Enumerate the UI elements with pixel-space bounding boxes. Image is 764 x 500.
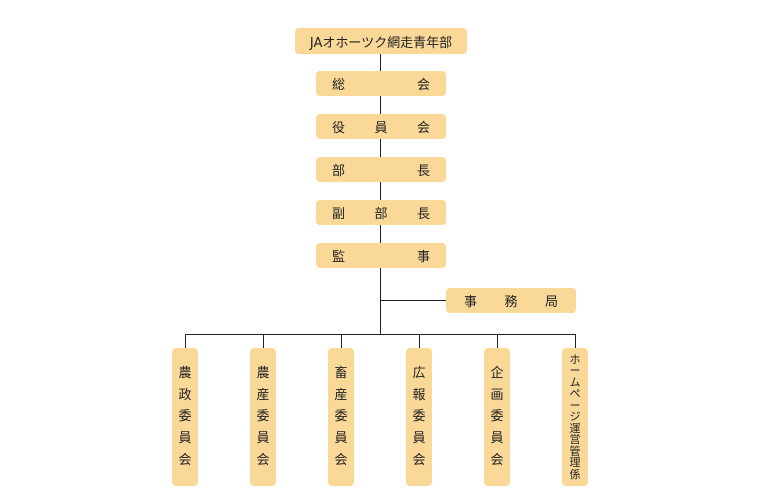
position-label-char: 部 xyxy=(332,164,346,179)
committee-label-char: 員 xyxy=(334,431,348,447)
committee-label-char: 員 xyxy=(412,431,426,447)
position-label-char: 事 xyxy=(416,250,430,265)
committee-label-char: ホ xyxy=(569,352,581,366)
position-box: 副部長 xyxy=(316,200,446,225)
org-name: JAオホーツク網走青年部 xyxy=(309,35,453,51)
committee-connector xyxy=(575,334,576,348)
committee-connector xyxy=(263,334,264,348)
position-label-char: 部 xyxy=(374,207,388,222)
committee-label-char: 運 xyxy=(569,421,581,435)
office-label-char: 局 xyxy=(544,295,558,310)
position-label-char: 役 xyxy=(332,121,346,136)
committee-label-char: 員 xyxy=(178,431,192,447)
committee-label-char: 会 xyxy=(334,453,348,469)
position-label-char: 総 xyxy=(332,78,346,93)
position-label-char: 員 xyxy=(374,121,388,136)
position-label-char: 会 xyxy=(416,121,430,136)
committee-box: 企画委員会 xyxy=(484,348,510,486)
committee-box: 広報委員会 xyxy=(406,348,432,486)
office-box: 事務局 xyxy=(446,288,576,313)
committee-label-char: 企 xyxy=(490,365,504,381)
committee-label-char: 委 xyxy=(178,409,192,425)
position-label-char: 長 xyxy=(416,164,430,179)
committee-connector xyxy=(341,334,342,348)
committee-label-char: 管 xyxy=(569,444,581,458)
committee-label-char: 営 xyxy=(569,433,581,447)
committee-connector xyxy=(185,334,186,348)
position-box: 部長 xyxy=(316,157,446,182)
committee-label-char: 政 xyxy=(178,387,192,403)
committee-label-char: 委 xyxy=(256,409,270,425)
committee-label-char: 係 xyxy=(569,467,581,481)
committee-label-char: 広 xyxy=(412,365,426,381)
committee-label-char: 畜 xyxy=(334,365,348,381)
position-label-char: 長 xyxy=(416,207,430,222)
position-label-char: 会 xyxy=(416,78,430,93)
committee-label-char: 産 xyxy=(256,387,270,403)
committee-label-char: 員 xyxy=(256,431,270,447)
office-connector xyxy=(380,300,446,301)
committee-label-char: 委 xyxy=(490,409,504,425)
committee-connector xyxy=(419,334,420,348)
committee-box: ホームページ運営管理係 xyxy=(562,348,588,486)
position-box: 役員会 xyxy=(316,114,446,139)
committee-label-char: 産 xyxy=(334,387,348,403)
committee-label-char: 員 xyxy=(490,431,504,447)
committee-box: 畜産委員会 xyxy=(328,348,354,486)
office-label-char: 事 xyxy=(464,295,478,310)
committee-box: 農産委員会 xyxy=(250,348,276,486)
committee-label-char: 委 xyxy=(334,409,348,425)
committee-label-char: ム xyxy=(569,375,581,389)
committee-label-char: 会 xyxy=(178,453,192,469)
committee-label-char: ペ xyxy=(569,387,581,401)
committee-label-char: ー xyxy=(569,398,581,412)
committee-label-char: 会 xyxy=(490,453,504,469)
committee-label-char: 理 xyxy=(569,456,581,470)
position-box: 総会 xyxy=(316,71,446,96)
position-label-char: 副 xyxy=(332,207,346,222)
org-top-box: JAオホーツク網走青年部 xyxy=(295,28,467,54)
committee-label-char: 会 xyxy=(412,453,426,469)
committee-label-char: 農 xyxy=(178,365,192,381)
committee-label-char: 画 xyxy=(490,387,504,403)
committee-box: 農政委員会 xyxy=(172,348,198,486)
committee-connector xyxy=(497,334,498,348)
office-label-char: 務 xyxy=(504,295,518,310)
committee-label-char: 委 xyxy=(412,409,426,425)
position-label-char: 監 xyxy=(332,250,346,265)
trunk-line xyxy=(380,54,381,334)
committee-label-char: 会 xyxy=(256,453,270,469)
committee-label-char: ジ xyxy=(569,410,581,424)
committee-label-char: 農 xyxy=(256,365,270,381)
position-box: 監事 xyxy=(316,243,446,268)
committee-label-char: 報 xyxy=(412,387,426,403)
committee-label-char: ー xyxy=(569,364,581,378)
committee-bus xyxy=(185,334,576,335)
